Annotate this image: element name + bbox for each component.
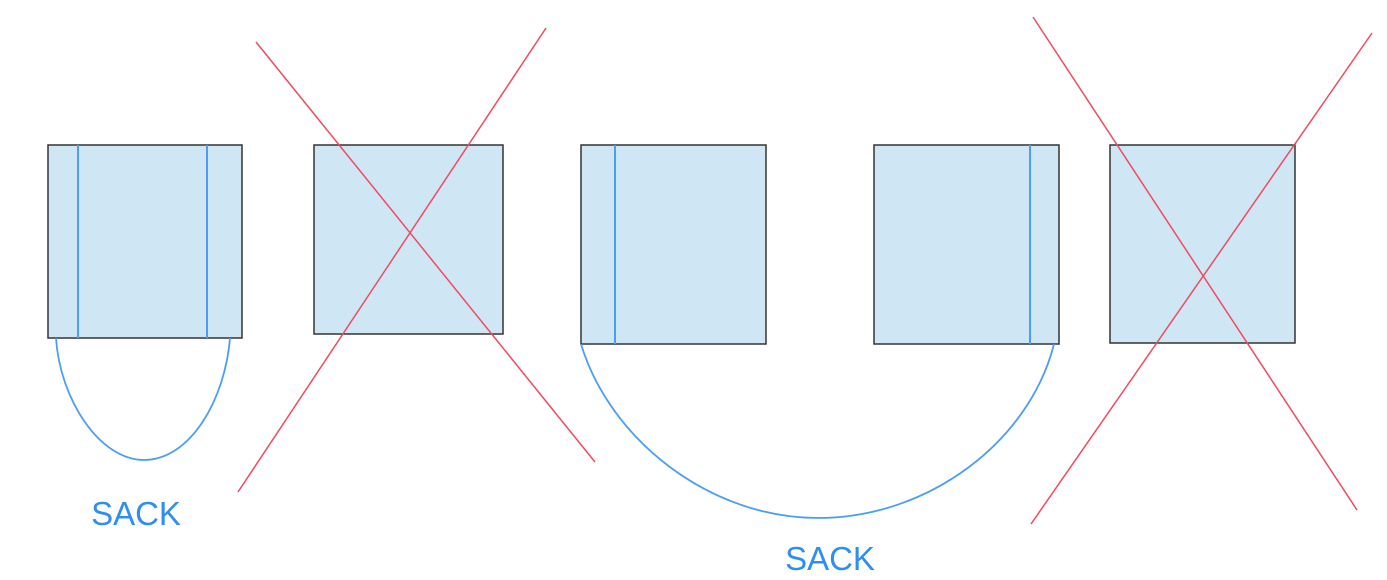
cross-mark-packet-5 — [1030, 16, 1373, 525]
packet-4 — [873, 144, 1060, 345]
packet-1 — [47, 144, 243, 339]
cross-line-a — [1032, 16, 1358, 511]
cross-line-a — [255, 41, 596, 463]
cross-mark-packet-2 — [237, 27, 596, 493]
sack-arc-right — [580, 343, 1055, 519]
sack-label-right: SACK — [785, 540, 875, 577]
packet-2-box — [313, 144, 504, 335]
sack-arc-left — [55, 337, 231, 461]
packet-3-box — [580, 144, 767, 345]
packet-1-box — [47, 144, 243, 339]
packet-4-box — [873, 144, 1060, 345]
packet-5-box — [1109, 144, 1296, 344]
packet-2 — [313, 144, 504, 335]
packet-3 — [580, 144, 767, 345]
cross-line-b — [1030, 32, 1373, 525]
cross-line-b — [237, 27, 547, 493]
packet-5 — [1109, 144, 1296, 344]
sack-label-left: SACK — [91, 495, 181, 532]
